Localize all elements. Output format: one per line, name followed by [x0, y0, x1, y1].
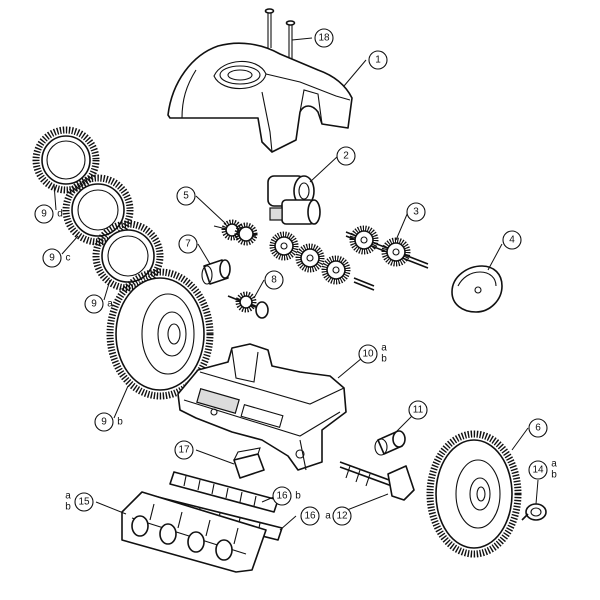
callout-circle — [272, 486, 292, 506]
callout-number: 9 — [41, 209, 47, 220]
callout-7: 7 — [178, 234, 198, 254]
callout-4: 4 — [502, 230, 522, 250]
callout-circle — [332, 506, 352, 526]
callout-number: 1 — [375, 55, 381, 66]
callout-suffix: c — [66, 253, 71, 264]
callout-15-ab: 15 ab — [65, 491, 94, 513]
callout-circle — [502, 230, 522, 250]
callout-circle — [336, 146, 356, 166]
callout-circle — [74, 492, 94, 512]
part-9c-tire-ring — [62, 174, 134, 246]
callout-6: 6 — [528, 418, 548, 438]
callout-number: 11 — [413, 405, 424, 416]
callout-number: 7 — [185, 239, 191, 250]
part-14-hub-cap — [521, 503, 547, 521]
callout-number: 9 — [101, 417, 107, 428]
callout-number: 2 — [343, 151, 349, 162]
callout-8: 8 — [264, 270, 284, 290]
callout-suffix: a — [107, 299, 113, 310]
callout-suffix: a — [65, 491, 71, 502]
callout-circle — [84, 294, 104, 314]
middle-gear-row — [269, 231, 375, 291]
part-11-collar — [374, 430, 406, 456]
callout-number: 3 — [413, 207, 419, 218]
callout-circle — [174, 440, 194, 460]
callout-circle — [406, 202, 426, 222]
callout-12: 12 — [332, 506, 352, 526]
part-12-drive-shaft — [339, 461, 415, 501]
callout-suffix: a — [551, 459, 557, 470]
part-9d-tire-ring — [32, 126, 100, 194]
part-16b-track — [169, 471, 279, 513]
part-9b-large-wheel — [106, 268, 214, 400]
leader-lines — [53, 37, 539, 531]
callout-suffix: b — [551, 470, 557, 481]
part-7-bushing — [201, 259, 231, 285]
callout-number: 6 — [535, 423, 541, 434]
callout-10-ab: 10 ab — [358, 343, 387, 365]
callout-number: 9 — [91, 299, 97, 310]
part-8-shaft-gear — [227, 291, 269, 319]
callout-18: 18 — [314, 28, 334, 48]
callout-number: 14 — [532, 465, 544, 476]
callout-circle — [94, 412, 114, 432]
callout-circle — [176, 186, 196, 206]
callout-number: 16 — [276, 491, 288, 502]
part-4-cap — [451, 265, 503, 313]
callout-16-b: 16 b — [272, 486, 301, 506]
part-5-gear-pair — [213, 219, 258, 246]
part-3-axle-gears — [345, 225, 429, 269]
callout-suffix: b — [117, 417, 123, 428]
callout-circle — [264, 270, 284, 290]
callout-16-a: 16 a — [300, 506, 331, 526]
callout-number: 8 — [271, 275, 277, 286]
part-10-chassis — [177, 343, 347, 471]
callout-suffix: a — [381, 343, 387, 354]
callout-17: 17 — [174, 440, 194, 460]
callout-number: 17 — [178, 445, 190, 456]
callout-circle — [368, 50, 388, 70]
callout-circle — [42, 248, 62, 268]
part-2-turbine-housing — [267, 175, 321, 225]
callout-number: 10 — [362, 349, 374, 360]
callout-3: 3 — [406, 202, 426, 222]
callout-suffix: d — [57, 209, 63, 220]
callout-circle — [408, 400, 428, 420]
callout-suffix: b — [295, 491, 301, 502]
callout-number: 18 — [318, 33, 330, 44]
callout-suffix: b — [65, 502, 71, 513]
callout-circle — [300, 506, 320, 526]
callout-circle — [528, 460, 548, 480]
callout-circle — [314, 28, 334, 48]
callout-circle — [178, 234, 198, 254]
callout-suffix: a — [325, 511, 331, 522]
callout-11: 11 — [408, 400, 428, 420]
callout-circle — [34, 204, 54, 224]
callout-number: 9 — [49, 253, 55, 264]
callout-circle — [528, 418, 548, 438]
callout-number: 5 — [183, 191, 189, 202]
callout-14-ab: 14 ab — [528, 459, 557, 481]
callout-5: 5 — [176, 186, 196, 206]
callout-number: 16 — [304, 511, 316, 522]
part-15-track-assembly — [121, 491, 267, 573]
callout-1: 1 — [368, 50, 388, 70]
part-1-top-cover — [167, 42, 353, 153]
callout-suffix: b — [381, 354, 387, 365]
callout-number: 15 — [78, 497, 90, 508]
part-17-plug — [233, 447, 265, 479]
callout-number: 4 — [509, 235, 515, 246]
callout-2: 2 — [336, 146, 356, 166]
callout-number: 12 — [336, 511, 348, 522]
callout-circle — [358, 344, 378, 364]
part-6-large-wheel — [426, 430, 522, 558]
